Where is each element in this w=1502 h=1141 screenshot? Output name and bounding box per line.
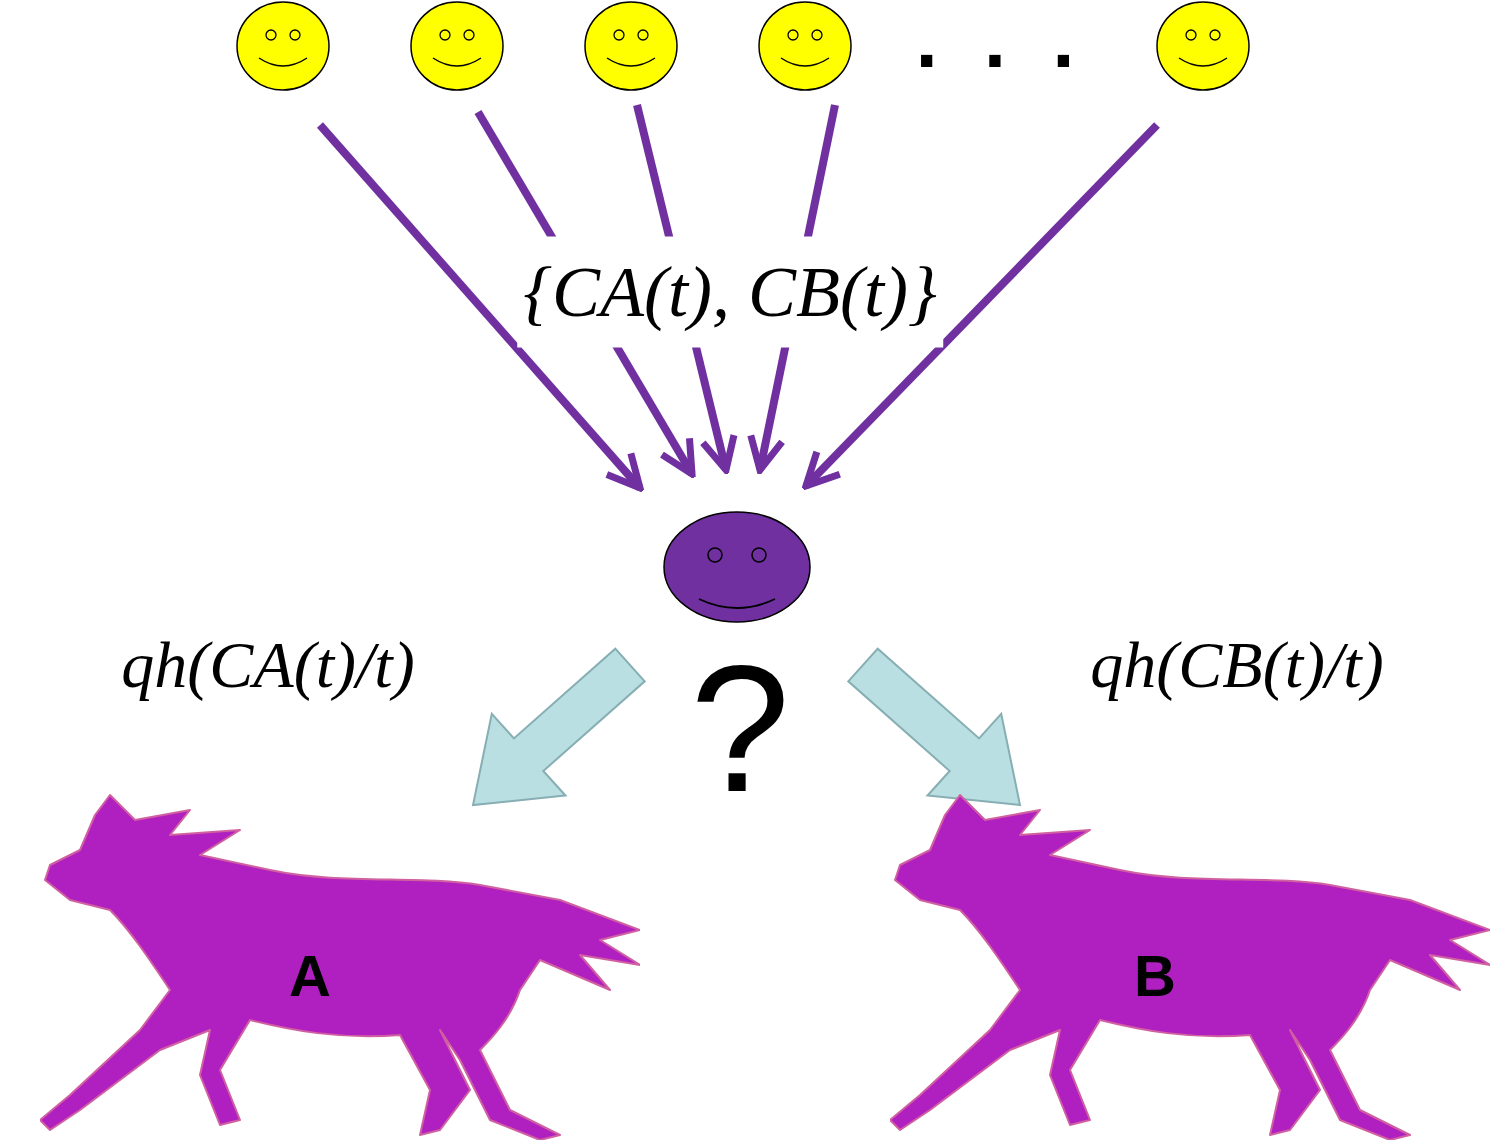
math-label: qh(CB(t)/t) [1090,627,1383,703]
horse-letter: B [1134,942,1176,1009]
horse-shape [890,795,1490,1140]
block-arrow [848,649,1020,805]
horse-node: A [40,790,640,1140]
horse-silhouette [40,790,640,1140]
horse-letter: A [289,942,331,1009]
smiley-face [411,2,503,90]
smiley-face [585,2,677,90]
math-label: {CA(t), CB(t)} [517,237,943,348]
smiley-face [1157,2,1249,90]
horse-shape [40,795,640,1140]
horse-node: B [890,790,1490,1140]
aggregator-face [664,512,810,622]
smiley-face [237,2,329,90]
yellow-faces [237,2,1249,90]
block-arrow [473,649,645,805]
voter-lines [320,105,1157,488]
question-mark: ? [690,625,790,832]
ellipsis: ... [915,8,1120,82]
horse-silhouette [890,790,1490,1140]
math-label: qh(CA(t)/t) [121,627,414,703]
smiley-face [759,2,851,90]
